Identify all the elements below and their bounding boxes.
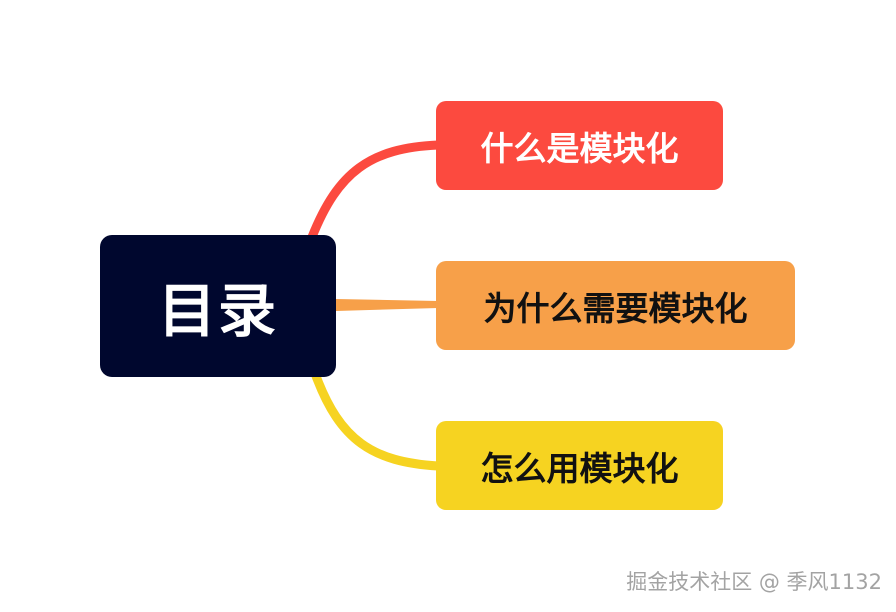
connector-branch-1: [307, 140, 443, 242]
branch-label: 什么是模块化: [480, 128, 679, 168]
root-node[interactable]: 目录: [100, 235, 336, 377]
branch-node-why-modularization[interactable]: 为什么需要模块化: [436, 261, 795, 350]
branch-label: 怎么用模块化: [480, 448, 679, 488]
branch-node-what-is-modularization[interactable]: 什么是模块化: [436, 101, 723, 190]
connector-branch-2: [336, 299, 438, 311]
branch-node-how-to-use-modularization[interactable]: 怎么用模块化: [436, 421, 723, 510]
branch-label: 为什么需要模块化: [483, 288, 748, 328]
watermark: 掘金技术社区 @ 季风1132: [626, 570, 882, 594]
connector-branch-3: [311, 371, 443, 471]
root-label: 目录: [157, 277, 278, 345]
